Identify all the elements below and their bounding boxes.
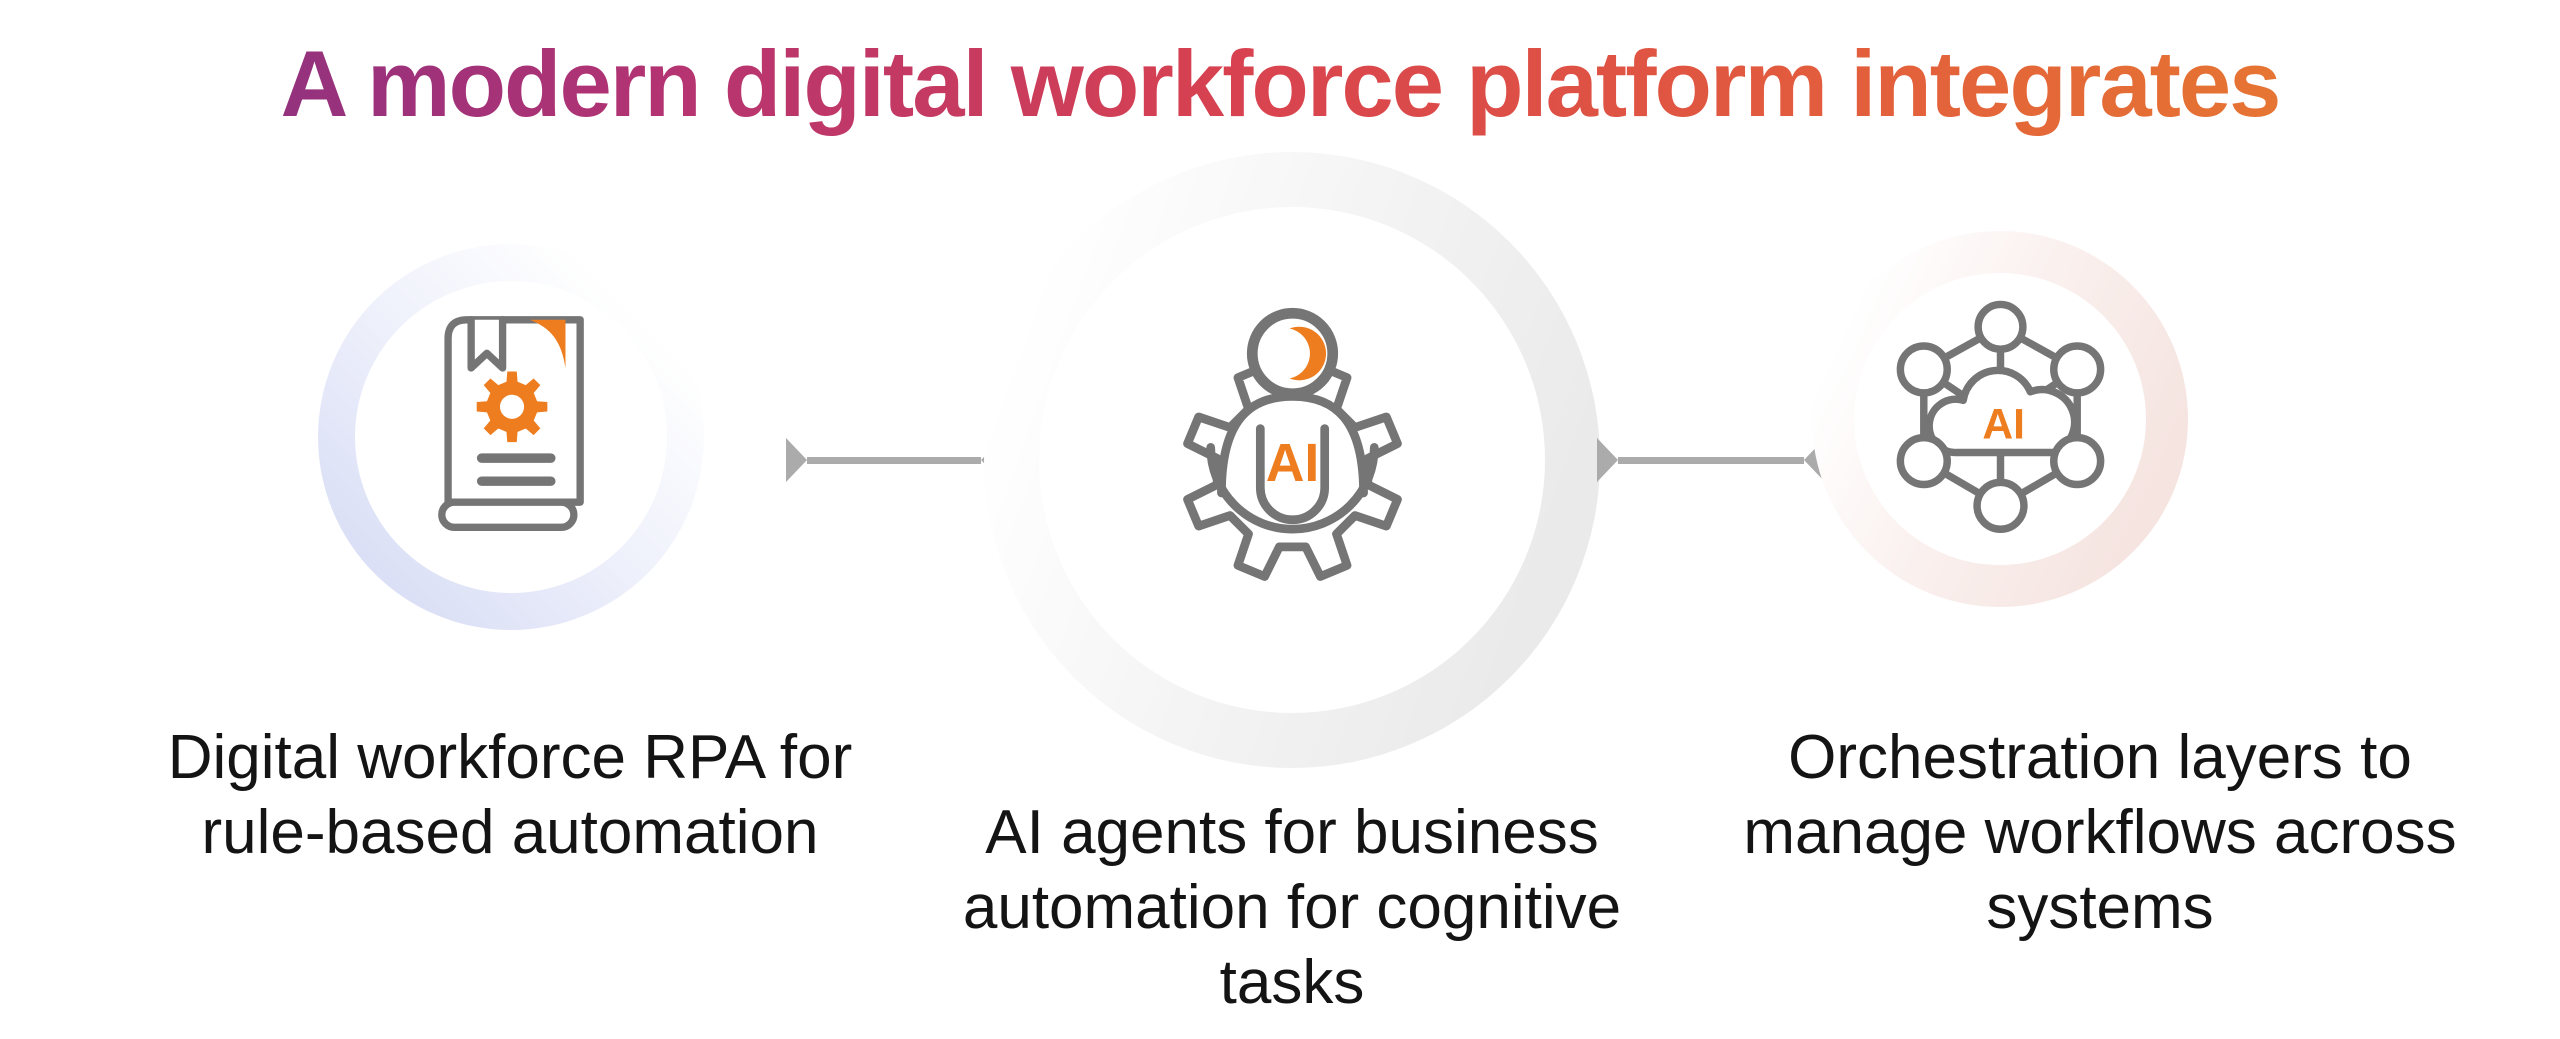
book-text-lines <box>476 452 556 486</box>
page-curl <box>529 319 565 368</box>
feature-circle-rpa <box>318 244 704 630</box>
arrowhead-right-icon <box>786 438 807 482</box>
network-node <box>2049 433 2104 488</box>
connector-arrow-2 <box>1597 438 1825 482</box>
caption-line: manage workflows across <box>1743 798 2457 867</box>
network-node <box>1896 433 1951 488</box>
book-pages <box>437 497 578 531</box>
gear-hole <box>499 394 524 419</box>
cloud-icon <box>1924 366 2078 456</box>
caption-orchestration: Orchestration layers to manage workflows… <box>1700 720 2500 945</box>
caption-line: automation for cognitive <box>962 873 1622 942</box>
arrowhead-right-icon <box>1597 438 1618 482</box>
crescent-cutout <box>1258 328 1310 379</box>
caption-rpa: Digital workforce RPA for rule-based aut… <box>110 720 910 870</box>
caption-ai-agents: AI agents for business automation for co… <box>892 795 1692 1020</box>
network-node <box>1972 478 2028 533</box>
caption-line: rule-based automation <box>201 798 819 867</box>
page-title: A modern digital workforce platform inte… <box>0 30 2560 138</box>
caption-line: Digital workforce RPA for <box>167 723 853 792</box>
caption-line: tasks <box>1219 948 1365 1017</box>
feature-circle-ai-agents: AI <box>984 152 1600 768</box>
network-node <box>1896 341 1951 397</box>
caption-line: Orchestration layers to <box>1788 723 2412 792</box>
caption-line: systems <box>1986 873 2214 942</box>
book-gear-rpa-icon <box>437 315 584 531</box>
connector-arrow-1 <box>786 438 1002 482</box>
connector-line <box>807 456 981 464</box>
person-gear-ai-icon: AI <box>1182 307 1402 581</box>
caption-line: AI agents for business <box>985 798 1599 867</box>
network-node <box>2049 341 2104 397</box>
ai-badge: AI <box>1982 400 2025 448</box>
network-cloud-ai-icon: AI <box>1896 300 2104 533</box>
bookmark-ribbon <box>466 315 506 372</box>
connector-line <box>1618 456 1804 464</box>
feature-circle-orchestration: AI <box>1812 231 2188 607</box>
network-node <box>1973 300 2027 353</box>
ai-badge: AI <box>1265 433 1319 493</box>
torso <box>1255 424 1329 525</box>
shoulders <box>1216 392 1368 498</box>
